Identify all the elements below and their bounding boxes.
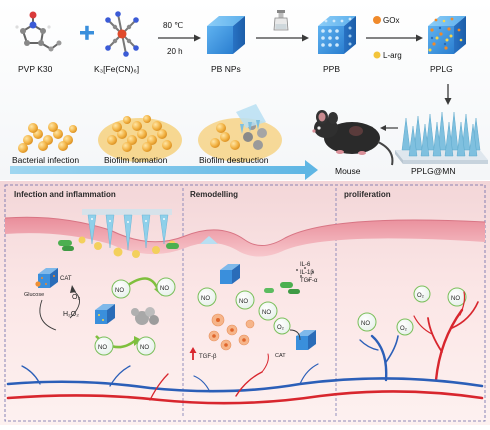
no-bubble-p1c xyxy=(94,336,114,356)
label-glucose: Glucose xyxy=(24,292,44,298)
label-o2-p3a: O₂ xyxy=(417,293,425,299)
no-bubble-p2a xyxy=(197,287,217,307)
no-bubble-p2b xyxy=(258,301,278,321)
glucose-curve xyxy=(39,299,57,331)
biofilm-destruction-icon xyxy=(198,104,282,162)
new-blood-vessels-icon xyxy=(359,291,479,382)
label-bacterial-infection: Bacterial infection xyxy=(12,155,79,165)
pvp-molecule-icon xyxy=(15,11,62,52)
treatment-flow-arrow xyxy=(10,160,318,180)
glucose-icon xyxy=(35,281,41,287)
label-biofilm-destruction: Biofilm destruction xyxy=(199,155,269,165)
cytokine-dots xyxy=(296,267,314,281)
no-bubble-p1a xyxy=(111,279,131,299)
label-mouse: Mouse xyxy=(335,166,361,176)
microneedle-patch-icon xyxy=(395,111,488,164)
o2-bubble-p3a xyxy=(413,285,431,303)
bottom-frame xyxy=(4,184,486,422)
label-no-p1b: NO xyxy=(160,286,169,292)
mouse-icon xyxy=(312,110,394,166)
label-ferricyanide: K₃[Fe(CN)₆] xyxy=(94,64,139,74)
label-pplg-mn: PPLG@MN xyxy=(411,166,456,176)
label-cat-p1: CAT xyxy=(60,276,72,282)
pplg-particle-p2a-icon xyxy=(220,264,240,284)
label-tgf-beta: TGF-β xyxy=(199,354,217,360)
panel-title-remodelling: Remodelling xyxy=(190,190,238,199)
label-il6: IL-6 xyxy=(300,262,311,268)
label-ppb: PPB xyxy=(323,64,340,74)
gox-particle-icon xyxy=(373,16,381,24)
plus-icon xyxy=(80,25,94,40)
label-cat-p2: CAT xyxy=(275,353,286,359)
bacteria-green-icon xyxy=(58,240,179,251)
label-time: 20 h xyxy=(167,47,183,56)
wound-microneedle-icon xyxy=(82,209,172,251)
label-h2o2-p1: H₂O₂ xyxy=(63,311,79,318)
pplg-cube-icon xyxy=(428,16,466,54)
l-arg-particle-icon xyxy=(373,51,381,59)
tgf-beta-up-arrow-icon xyxy=(189,347,197,360)
no-bubble-p1d xyxy=(136,336,156,356)
label-temperature: 80 ℃ xyxy=(163,21,183,30)
label-no-p1c: NO xyxy=(98,345,107,351)
label-o2-p3b: O₂ xyxy=(400,326,408,332)
acid-bottle-icon xyxy=(273,10,289,31)
remodel-microneedle-icon xyxy=(200,236,218,244)
label-o2-p1: O₂ xyxy=(72,294,80,301)
biofilm-formation-icon xyxy=(98,115,182,162)
no-bubble-p1b xyxy=(156,277,176,297)
label-no-p2a: NO xyxy=(201,296,210,302)
label-no-p2b: NO xyxy=(262,310,271,316)
label-il1b: IL-1β xyxy=(300,270,314,276)
ferricyanide-molecule-icon xyxy=(105,11,139,57)
no-bubble-p3b xyxy=(447,287,467,307)
apply-arrow xyxy=(380,125,398,131)
debris-icon xyxy=(131,307,159,325)
label-biofilm-formation: Biofilm formation xyxy=(104,155,168,165)
no-bubble-p2c xyxy=(235,290,255,310)
label-no-p2c: NO xyxy=(239,299,248,305)
cytokine-cells-icon xyxy=(264,282,300,294)
label-tnfa: TGF-α xyxy=(300,278,318,284)
pplg-particle-p2b-icon xyxy=(296,330,316,350)
label-no-p3a: NO xyxy=(361,321,370,327)
cat-curve xyxy=(289,329,301,341)
pb-nps-cube-icon xyxy=(207,16,245,54)
label-pb-nps: PB NPs xyxy=(211,64,241,74)
bacteria-cluster-icon xyxy=(18,122,77,153)
pplg-particle-p1b-icon xyxy=(95,304,115,324)
label-l-arg: L-arg xyxy=(383,51,402,60)
o2-bubble-p2 xyxy=(273,317,291,335)
label-o2-p2: O₂ xyxy=(277,325,285,331)
label-pvp: PVP K30 xyxy=(18,64,53,74)
reaction-arrow xyxy=(158,34,201,42)
label-no-p1d: NO xyxy=(140,345,149,351)
skin-layer xyxy=(5,217,485,257)
label-gox: GOx xyxy=(383,16,399,25)
label-no-p3b: NO xyxy=(451,296,460,302)
etching-arrow xyxy=(256,34,309,42)
label-pplg: PPLG xyxy=(430,64,453,74)
pplg-particle-p1-icon xyxy=(38,268,58,288)
vessel-network-icon xyxy=(6,353,484,405)
o2-bubble-p3b xyxy=(396,318,414,336)
label-no-p1a: NO xyxy=(115,288,124,294)
down-arrow xyxy=(444,84,452,105)
loading-arrow xyxy=(366,34,423,42)
panel-title-proliferation: proliferation xyxy=(344,190,391,199)
panel-title-infection: Infection and inflammation xyxy=(14,190,116,199)
macrophage-cluster-icon xyxy=(208,313,255,351)
no-bubble-p3a xyxy=(357,312,377,332)
ppb-porous-cube-icon xyxy=(318,16,356,54)
